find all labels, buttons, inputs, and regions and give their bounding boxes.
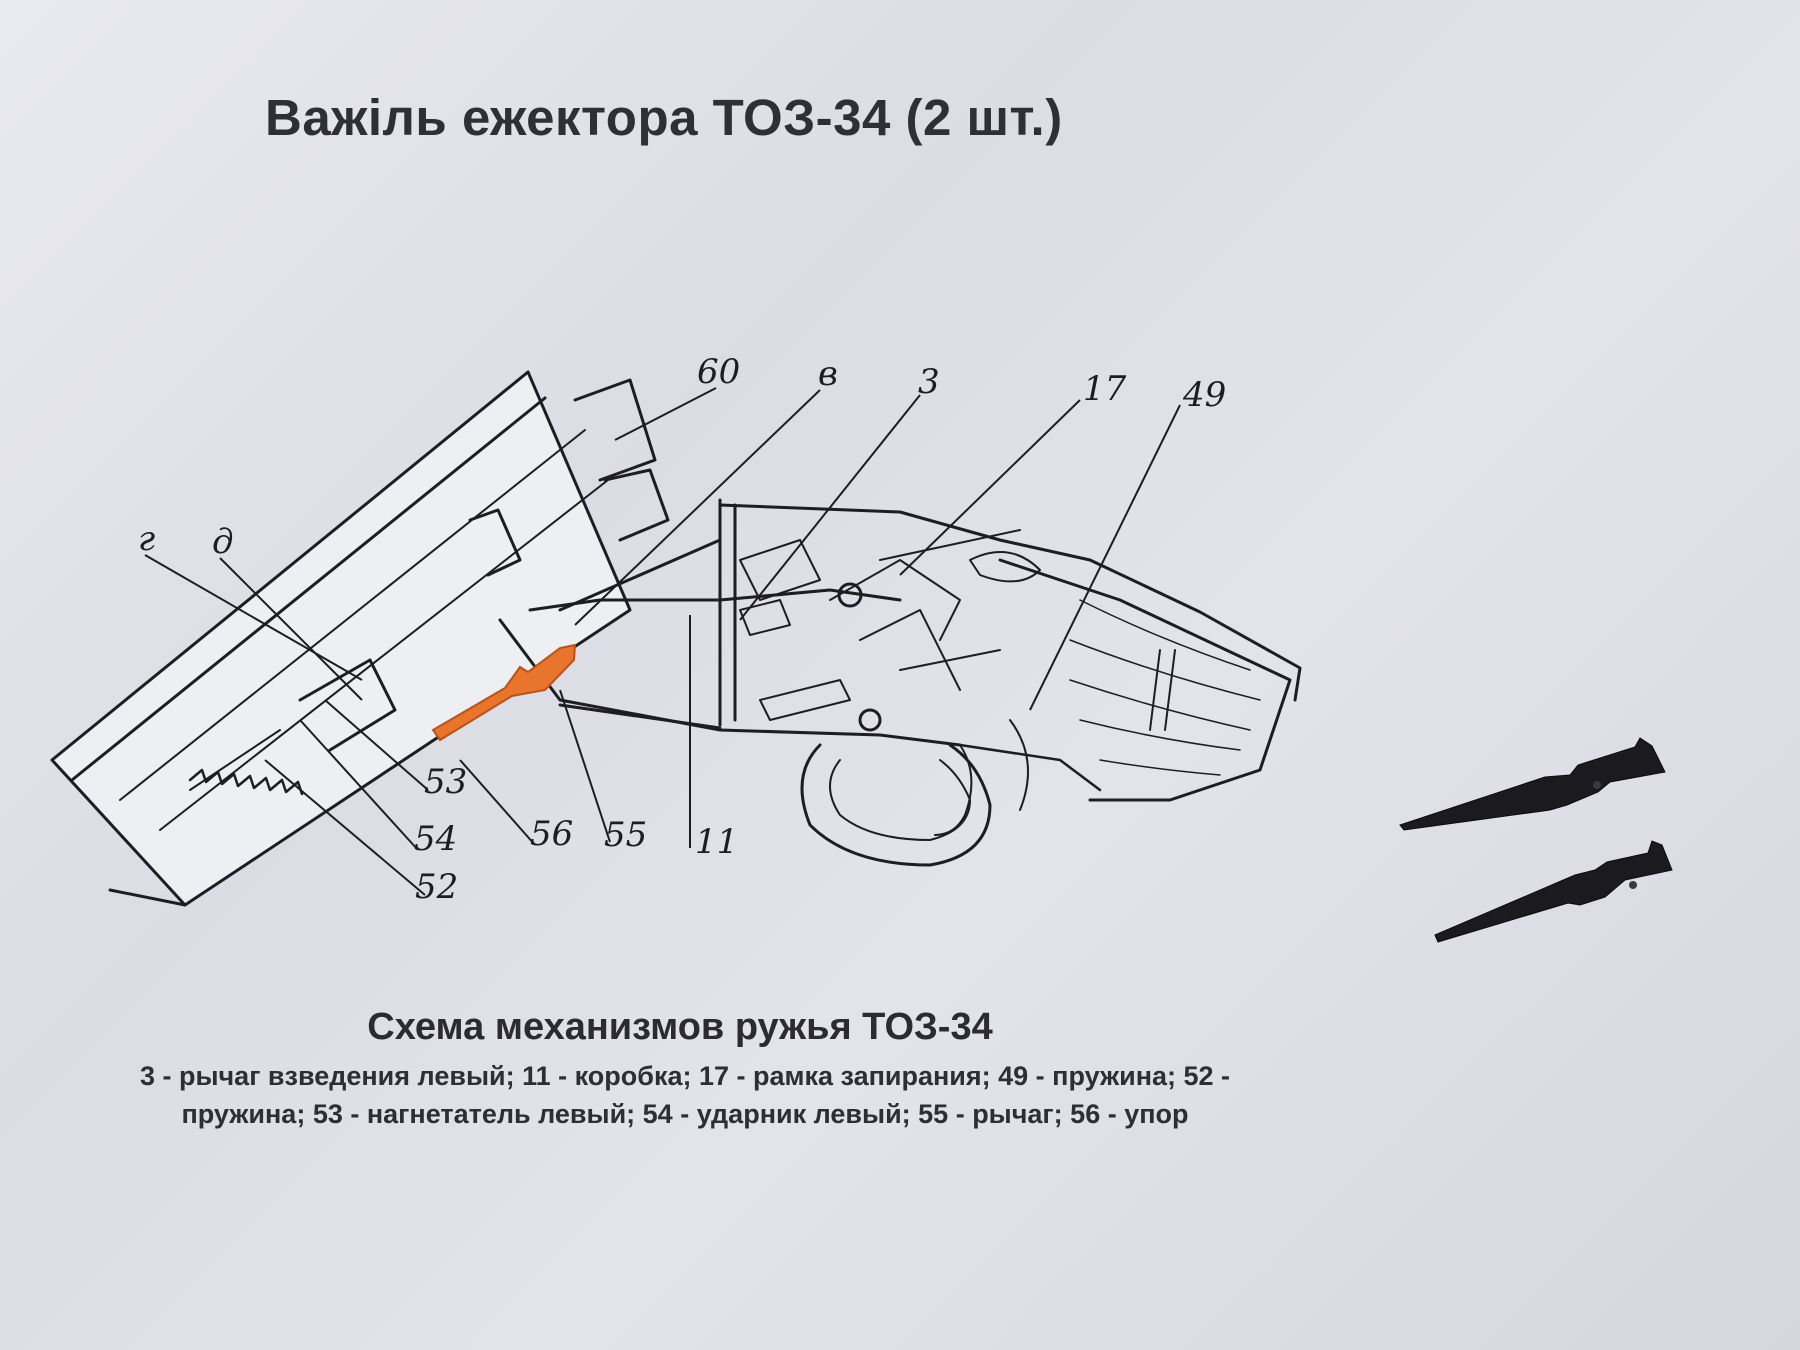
callout-11: 11	[695, 822, 739, 862]
receiver-body	[498, 498, 1302, 747]
page-title: Важіль ежектора ТОЗ-34 (2 шт.)	[265, 89, 1063, 146]
caption-legend-line-2: пружина; 53 - нагнетатель левый; 54 - уд…	[181, 1099, 1189, 1129]
callout-55: 55	[604, 815, 648, 855]
caption-legend: 3 - рычаг взведения левый; 11 - коробка;…	[40, 1057, 1330, 1133]
callout-g: г	[138, 519, 156, 559]
trigger-guard	[800, 719, 1102, 867]
ejector-lever-part-1	[1399, 737, 1666, 831]
callout-60: 60	[697, 352, 741, 392]
callout-54: 54	[414, 819, 458, 859]
callout-v: в	[818, 354, 838, 394]
leader-lines	[144, 387, 1181, 896]
callout-52: 52	[415, 867, 459, 907]
callout-56: 56	[530, 814, 574, 854]
ejector-lever-part-2	[1434, 840, 1673, 943]
callout-49: 49	[1183, 375, 1227, 415]
ejector-levers-photo	[1399, 737, 1673, 943]
callout-d: д	[212, 522, 234, 562]
caption-title: Схема механизмов ружья ТОЗ-34	[367, 1006, 993, 1048]
callout-53: 53	[424, 762, 468, 802]
barrel-assembly	[50, 370, 670, 907]
callout-3: 3	[918, 362, 940, 402]
ejector-lever-highlight	[431, 643, 577, 742]
stock	[998, 558, 1292, 802]
callout-17: 17	[1083, 369, 1127, 409]
caption-legend-line-1: 3 - рычаг взведения левый; 11 - коробка;…	[139, 1061, 1231, 1091]
